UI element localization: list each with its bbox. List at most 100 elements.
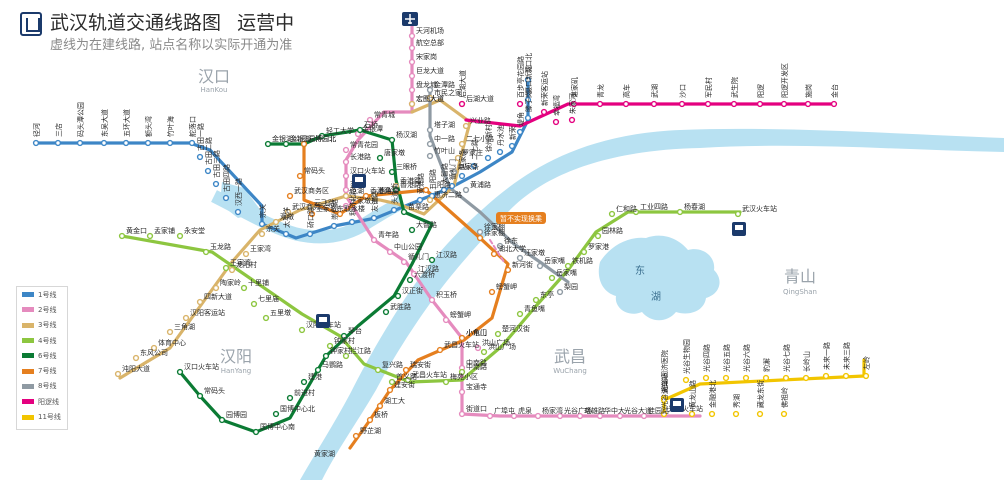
station-label[interactable]: 徐家棚 — [484, 228, 505, 237]
station-dot[interactable] — [780, 410, 788, 418]
station-label[interactable]: 太平洋 — [282, 207, 291, 228]
station-label[interactable]: 金银湖 — [290, 134, 311, 143]
station-dot[interactable] — [100, 139, 108, 147]
station-label[interactable]: 杨家湾 — [542, 406, 563, 415]
station-dot[interactable] — [298, 326, 306, 334]
station-dot[interactable] — [196, 153, 204, 161]
station-label[interactable]: 中南路 — [466, 358, 487, 367]
station-dot[interactable] — [54, 139, 62, 147]
station-dot[interactable] — [524, 114, 532, 122]
station-label[interactable]: 梅苑小区 — [450, 372, 478, 381]
station-dot[interactable] — [678, 100, 686, 108]
station-label[interactable]: 豹澥 — [762, 358, 771, 372]
station-dot[interactable] — [204, 167, 212, 175]
station-label[interactable]: 珞雄路 — [584, 406, 605, 415]
station-dot[interactable] — [408, 100, 416, 108]
station-dot[interactable] — [504, 266, 512, 274]
station-label[interactable]: 赵家条 — [458, 149, 467, 170]
station-dot[interactable] — [76, 139, 84, 147]
station-label[interactable]: 武昌火车站 — [412, 370, 447, 379]
station-label[interactable]: 百步亭花园路 — [516, 56, 525, 98]
station-dot[interactable] — [496, 242, 504, 250]
station-dot[interactable] — [480, 348, 488, 356]
station-dot[interactable] — [166, 328, 174, 336]
station-dot[interactable] — [336, 210, 344, 218]
station-dot[interactable] — [474, 344, 482, 352]
station-label[interactable]: 新荣客运站 — [540, 71, 549, 106]
station-label[interactable]: 古田四路 — [222, 164, 231, 192]
station-dot[interactable] — [410, 270, 418, 278]
station-label[interactable]: 岳家嘴 — [556, 268, 577, 277]
station-dot[interactable] — [476, 234, 484, 242]
station-dot[interactable] — [264, 140, 272, 148]
station-label[interactable]: 七里庙 — [258, 294, 279, 303]
station-label[interactable]: 滕子岗 — [524, 91, 533, 112]
station-label[interactable]: 未来三路 — [842, 342, 851, 370]
station-label[interactable]: 金银潭 — [362, 124, 383, 133]
station-label[interactable]: 大智路 — [440, 163, 449, 184]
station-dot[interactable] — [388, 168, 396, 176]
station-dot[interactable] — [476, 228, 484, 236]
station-label[interactable]: 陶家岭 — [220, 278, 241, 287]
station-label[interactable]: 兴业路 — [470, 116, 491, 125]
station-dot[interactable] — [282, 230, 290, 238]
station-label[interactable]: 光谷七路 — [782, 344, 791, 372]
station-dot[interactable] — [282, 140, 290, 148]
station-label[interactable]: 螃蟹岬 — [496, 282, 517, 291]
station-label[interactable]: 宗关 — [266, 224, 280, 233]
station-label[interactable]: 三角湖 — [174, 322, 195, 331]
station-dot[interactable] — [428, 296, 436, 304]
station-dot[interactable] — [458, 334, 466, 342]
station-label[interactable]: 板桥 — [374, 410, 388, 419]
station-label[interactable]: 高车 — [622, 84, 631, 98]
station-label[interactable]: 金潭路 — [434, 80, 455, 89]
station-label[interactable]: 佳园路 — [648, 406, 669, 415]
station-dot[interactable] — [150, 344, 158, 352]
station-label[interactable]: 小龟山 — [466, 328, 487, 337]
station-dot[interactable] — [682, 376, 690, 384]
station-label[interactable]: 石桥 — [364, 120, 378, 129]
station-dot[interactable] — [252, 428, 260, 436]
station-label[interactable]: 竹叶海 — [166, 116, 175, 137]
station-dot[interactable] — [742, 374, 750, 382]
station-dot[interactable] — [490, 250, 498, 258]
station-dot[interactable] — [842, 372, 850, 380]
station-label[interactable]: 光谷火车站 — [668, 404, 703, 413]
station-label[interactable]: 长港路 — [350, 152, 371, 161]
station-label[interactable]: 武湖 — [650, 84, 659, 98]
station-dot[interactable] — [342, 192, 350, 200]
station-label[interactable]: 惠济二路 — [434, 190, 462, 199]
station-dot[interactable] — [458, 388, 466, 396]
station-label[interactable]: 天河机场 — [416, 26, 444, 35]
station-label[interactable]: 武汉商务区 — [294, 186, 329, 195]
station-label[interactable]: 汉口北 — [525, 53, 533, 74]
station-dot[interactable] — [576, 412, 584, 420]
station-label[interactable]: 光谷火车站 — [660, 373, 669, 408]
station-dot[interactable] — [366, 116, 374, 124]
station-label[interactable]: 航空总部 — [416, 38, 444, 47]
station-dot[interactable] — [804, 100, 812, 108]
station-label[interactable]: 王家墩东 — [316, 204, 344, 213]
station-label[interactable]: 宗关 — [258, 204, 267, 218]
station-dot[interactable] — [222, 194, 230, 202]
station-dot[interactable] — [494, 330, 502, 338]
station-label[interactable]: 施岗 — [804, 84, 813, 98]
station-dot[interactable] — [342, 146, 350, 154]
station-dot[interactable] — [426, 86, 434, 94]
station-dot[interactable] — [376, 402, 384, 410]
station-dot[interactable] — [556, 288, 564, 296]
station-dot[interactable] — [176, 368, 184, 376]
station-dot[interactable] — [318, 132, 326, 140]
station-dot[interactable] — [440, 186, 448, 194]
station-label[interactable]: 园博园北 — [308, 134, 336, 143]
station-dot[interactable] — [330, 222, 338, 230]
station-label[interactable]: 湖工大 — [384, 396, 405, 405]
station-label[interactable]: 黄龙山路 — [688, 380, 697, 408]
station-label[interactable]: 幸福湾 — [552, 95, 561, 116]
station-label[interactable]: 苗栗路 — [408, 202, 429, 211]
station-label[interactable]: 瑞安街 — [410, 360, 431, 369]
station-label[interactable]: 塔子湖 — [434, 120, 455, 129]
station-dot[interactable] — [564, 262, 572, 270]
station-label[interactable]: 阳逻 — [756, 84, 765, 98]
station-dot[interactable] — [308, 210, 316, 218]
